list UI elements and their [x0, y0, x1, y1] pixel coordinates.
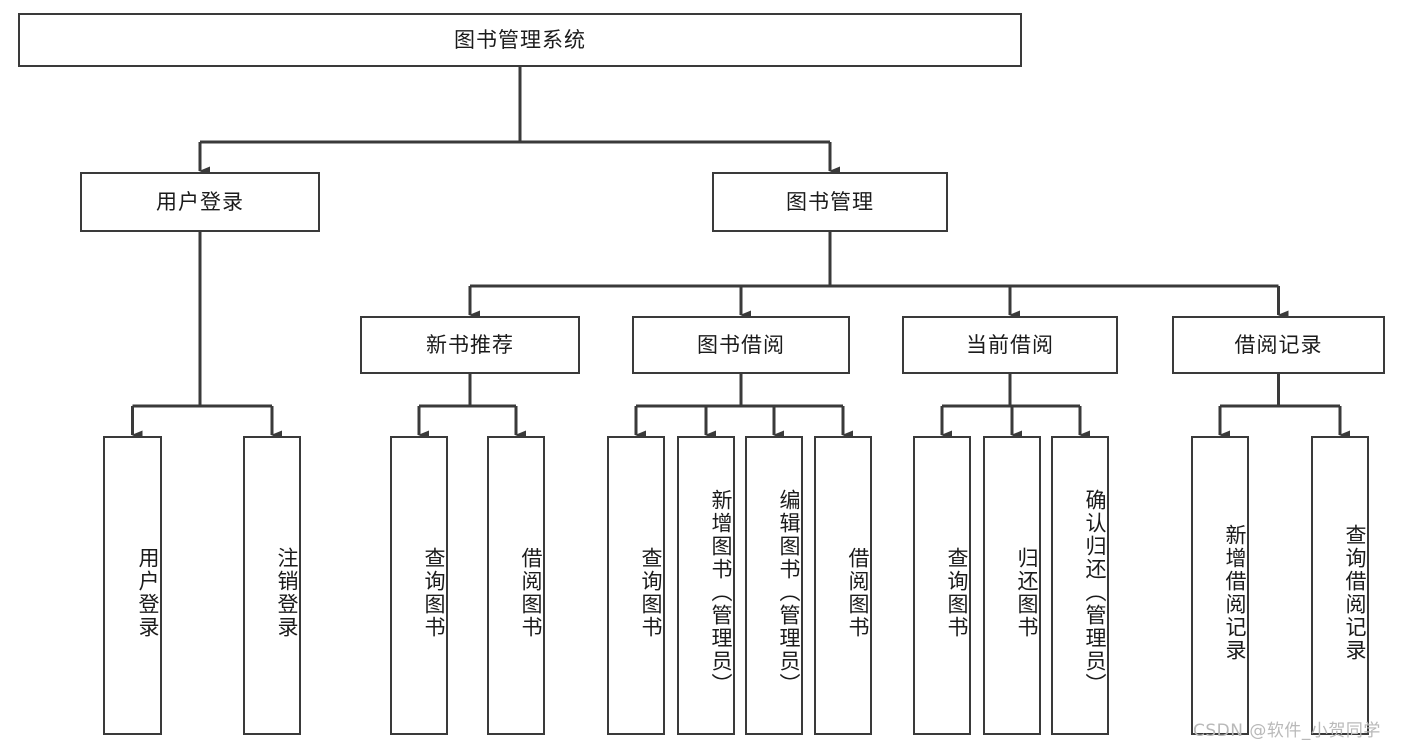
- leaf-logout[interactable]: 注销登录: [243, 436, 301, 735]
- leaf-borrow-book-recommend-label: 借阅图书: [519, 546, 543, 639]
- leaf-query-book-recommend[interactable]: 查询图书: [390, 436, 448, 735]
- node-user-login[interactable]: 用户登录: [80, 172, 320, 232]
- node-borrow-record-label: 借阅记录: [1234, 332, 1323, 357]
- node-root-label: 图书管理系统: [454, 27, 586, 52]
- leaf-user-login[interactable]: 用户登录: [103, 436, 162, 735]
- node-book-management-label: 图书管理: [786, 189, 874, 214]
- node-current-borrow-label: 当前借阅: [966, 332, 1054, 357]
- leaf-confirm-return-admin[interactable]: 确认归还（管理员）: [1051, 436, 1109, 735]
- leaf-query-borrow-record[interactable]: 查询借阅记录: [1311, 436, 1369, 735]
- node-new-book-recommend-label: 新书推荐: [426, 332, 514, 357]
- leaf-return-book[interactable]: 归还图书: [983, 436, 1041, 735]
- node-book-borrow[interactable]: 图书借阅: [632, 316, 850, 374]
- leaf-add-book-admin[interactable]: 新增图书（管理员）: [677, 436, 735, 735]
- leaf-add-borrow-record-label: 新增借阅记录: [1223, 523, 1247, 662]
- csdn-watermark: CSDN @软件_小贺同学: [1193, 721, 1381, 741]
- leaf-edit-book-admin[interactable]: 编辑图书（管理员）: [745, 436, 803, 735]
- leaf-query-borrow-record-label: 查询借阅记录: [1343, 523, 1367, 662]
- node-current-borrow[interactable]: 当前借阅: [902, 316, 1118, 374]
- leaf-query-book-label: 查询图书: [639, 546, 663, 639]
- node-user-login-label: 用户登录: [156, 189, 244, 214]
- leaf-query-book-current[interactable]: 查询图书: [913, 436, 971, 735]
- leaf-query-book-current-label: 查询图书: [945, 546, 969, 639]
- node-root[interactable]: 图书管理系统: [18, 13, 1022, 67]
- leaf-borrow-book-recommend[interactable]: 借阅图书: [487, 436, 545, 735]
- leaf-user-login-label: 用户登录: [136, 546, 160, 639]
- leaf-query-book[interactable]: 查询图书: [607, 436, 665, 735]
- leaf-edit-book-admin-label: 编辑图书（管理员）: [777, 489, 801, 696]
- leaf-query-book-recommend-label: 查询图书: [422, 546, 446, 639]
- node-new-book-recommend[interactable]: 新书推荐: [360, 316, 580, 374]
- leaf-add-book-admin-label: 新增图书（管理员）: [709, 489, 733, 696]
- node-book-borrow-label: 图书借阅: [697, 332, 785, 357]
- node-book-management[interactable]: 图书管理: [712, 172, 948, 232]
- leaf-return-book-label: 归还图书: [1015, 546, 1039, 639]
- leaf-logout-label: 注销登录: [275, 546, 299, 639]
- node-borrow-record[interactable]: 借阅记录: [1172, 316, 1385, 374]
- leaf-add-borrow-record[interactable]: 新增借阅记录: [1191, 436, 1249, 735]
- leaf-borrow-book-label: 借阅图书: [846, 546, 870, 639]
- leaf-borrow-book[interactable]: 借阅图书: [814, 436, 872, 735]
- leaf-confirm-return-admin-label: 确认归还（管理员）: [1083, 489, 1107, 696]
